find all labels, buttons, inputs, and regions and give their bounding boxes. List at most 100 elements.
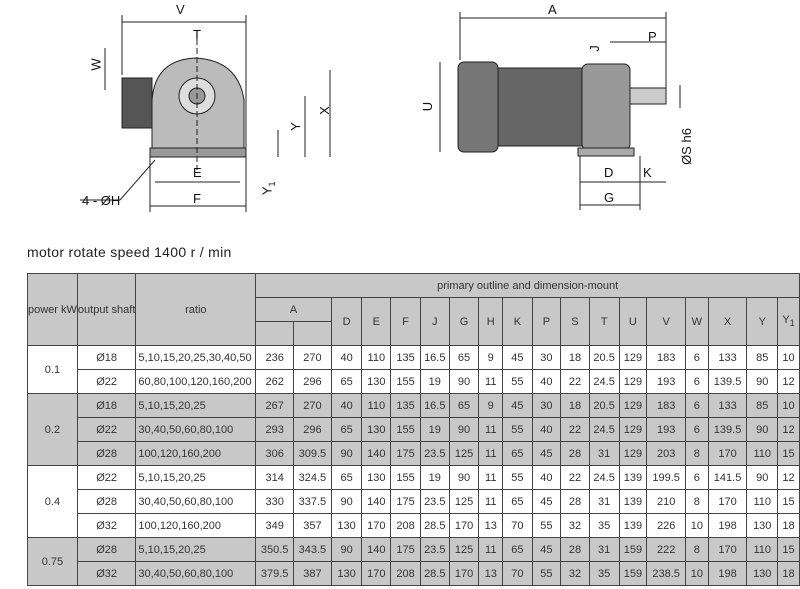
dimension-cell: 15 (777, 537, 800, 562)
dimension-cell: 236 (255, 345, 295, 370)
header-g: G (448, 297, 480, 346)
side-view-drawing (439, 12, 681, 210)
dimension-cell: 175 (390, 441, 421, 466)
dim-label-y1-main: Y (259, 186, 275, 196)
dimension-cell: 139 (618, 465, 648, 490)
ratio-cell: 5,10,15,20,25 (135, 393, 257, 418)
dimension-cell: 140 (361, 441, 392, 466)
dimension-cell: 32 (560, 513, 590, 538)
dimension-cell: 85 (746, 345, 779, 370)
dimension-cell: 159 (618, 561, 648, 586)
dimension-cell: 90 (330, 489, 363, 514)
dimension-cell: 183 (646, 393, 686, 418)
dimension-cell: 45 (531, 489, 562, 514)
dimension-cell: 35 (588, 561, 620, 586)
dimension-cell: 19 (419, 417, 450, 442)
header-e: E (361, 297, 392, 346)
ratio-cell: 5,10,15,20,25 (135, 465, 257, 490)
dimension-cell: 90 (746, 465, 779, 490)
dimension-cell: 267 (255, 393, 295, 418)
ratio-cell: 60,80,100,120,160,200 (135, 369, 257, 394)
power-cell: 0.2 (27, 393, 78, 466)
dimension-cell: 65 (502, 489, 533, 514)
header-row (28, 321, 800, 346)
dimension-cell: 6 (684, 369, 709, 394)
dimension-cell: 208 (390, 513, 421, 538)
header-k: K (502, 297, 533, 346)
dimension-cell: 28.5 (419, 513, 450, 538)
dimension-cell: 193 (646, 369, 686, 394)
dimension-cell: 324.5 (293, 465, 332, 490)
header-output-shaft: output shaft (76, 273, 137, 346)
dimension-cell: 12 (777, 417, 800, 442)
dim-label-p: P (648, 29, 657, 44)
power-cell: 0.4 (27, 465, 78, 538)
dimension-cell: 130 (746, 561, 779, 586)
dimension-cell: 16.5 (419, 393, 450, 418)
dimension-cell: 18 (777, 513, 800, 538)
header-p: P (531, 297, 562, 346)
ratio-cell: 100,120,160,200 (135, 513, 257, 538)
dimension-cell: 45 (531, 441, 562, 466)
header-power: power kW (27, 273, 78, 346)
dimension-cell: 90 (448, 369, 480, 394)
dimension-cell: 65 (330, 417, 363, 442)
shaft-cell: Ø22 (76, 369, 137, 394)
dimension-cell: 130 (330, 561, 363, 586)
shaft-cell: Ø32 (76, 513, 137, 538)
header-group: primary outline and dimension-mount (255, 273, 800, 298)
dimension-cell: 110 (361, 393, 392, 418)
dimension-cell: 306 (255, 441, 295, 466)
dim-label-h: 4 - ØH (82, 193, 121, 208)
dim-label-y: Y (287, 122, 303, 131)
dimension-cell: 10 (684, 561, 709, 586)
dimension-cell: 198 (707, 561, 748, 586)
dimension-cell: 13 (478, 561, 504, 586)
dimension-cell: 11 (478, 369, 504, 394)
dim-label-y1: Y1 (259, 181, 278, 196)
dimension-cell: 30 (531, 345, 562, 370)
dimension-cell: 183 (646, 345, 686, 370)
header-v: V (646, 297, 686, 346)
dimension-cell: 6 (684, 345, 709, 370)
dimension-cell: 8 (684, 441, 709, 466)
dimension-cell: 6 (684, 417, 709, 442)
dimension-cell: 70 (502, 561, 533, 586)
dimension-cell: 28 (560, 537, 590, 562)
dim-label-k: K (643, 165, 652, 180)
dimension-cell: 90 (746, 417, 779, 442)
dimension-cell: 130 (330, 513, 363, 538)
dimension-cell: 23.5 (419, 489, 450, 514)
dimension-cell: 226 (646, 513, 686, 538)
dim-label-j: J (586, 45, 602, 52)
header-y1: Y1 (777, 297, 800, 346)
dimension-cell: 40 (531, 465, 562, 490)
dimension-cell: 31 (588, 489, 620, 514)
dimension-cell: 9 (478, 393, 504, 418)
header-u: U (618, 297, 648, 346)
dimension-cell: 90 (330, 537, 363, 562)
dim-label-d: D (604, 165, 614, 180)
dimension-cell: 6 (684, 465, 709, 490)
dimension-cell: 22 (560, 417, 590, 442)
dimension-cell: 330 (255, 489, 295, 514)
dimension-cell: 170 (707, 441, 748, 466)
dimension-cell: 343.5 (293, 537, 332, 562)
dimension-cell: 40 (330, 393, 363, 418)
power-cell: 0.75 (27, 537, 78, 586)
header-a-2 (293, 321, 332, 346)
dimension-cell: 55 (502, 417, 533, 442)
dimension-cell: 125 (448, 537, 480, 562)
dimension-cell: 24.5 (588, 369, 620, 394)
dim-label-f: F (193, 191, 201, 206)
dimension-cell: 10 (684, 513, 709, 538)
ratio-cell: 30,40,50,60,80,100 (135, 417, 257, 442)
speed-caption: motor rotate speed 1400 r / min (27, 244, 232, 260)
